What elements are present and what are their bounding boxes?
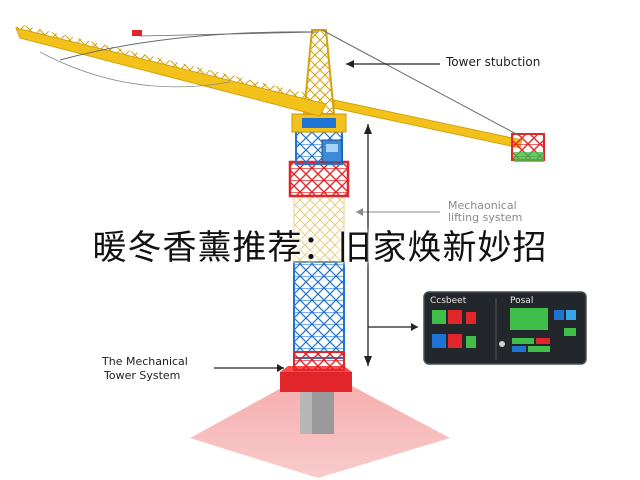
pendant-cable-right: [321, 29, 521, 137]
panel-button-green-2: [466, 336, 476, 348]
panel-key-cyan: [566, 310, 576, 320]
panel-title-right: Posal: [510, 296, 534, 306]
panel-button-red-small: [466, 312, 476, 324]
control-panel: [423, 291, 587, 365]
panel-slot-3: [512, 346, 526, 352]
panel-slot-2: [536, 338, 550, 344]
mast-red-lower: [293, 351, 345, 371]
panel-slot-1: [512, 338, 534, 344]
panel-slot-4: [528, 346, 550, 352]
panel-button-green: [432, 310, 446, 324]
callout-tower-structure: Tower stubction: [446, 55, 541, 69]
callout-lifting-line2: lifting system: [448, 211, 523, 224]
panel-button-blue: [432, 334, 446, 348]
jib: [15, 27, 327, 117]
panel-key-blue: [554, 310, 564, 320]
panel-screen: [510, 308, 548, 330]
callout-mechanical-line1: The Mechanical: [102, 355, 188, 368]
climbing-frame: [288, 160, 350, 198]
panel-knob: [499, 341, 505, 347]
pendant-cable-left: [59, 31, 319, 61]
panel-title-left: Ccsbeet: [430, 296, 467, 306]
callout-mechanical-line2: Tower System: [104, 369, 181, 382]
panel-button-red-2: [448, 334, 462, 348]
headline-overlay: 暖冬香薰推荐：旧家焕新妙招: [92, 228, 548, 268]
mast-lower-blue: [293, 261, 345, 359]
panel-button-red: [448, 310, 462, 324]
base-block: [280, 372, 352, 392]
counter-jib: [333, 99, 523, 149]
tower-head: [302, 29, 336, 115]
callout-lifting-line1: Mechaonical: [448, 199, 517, 212]
